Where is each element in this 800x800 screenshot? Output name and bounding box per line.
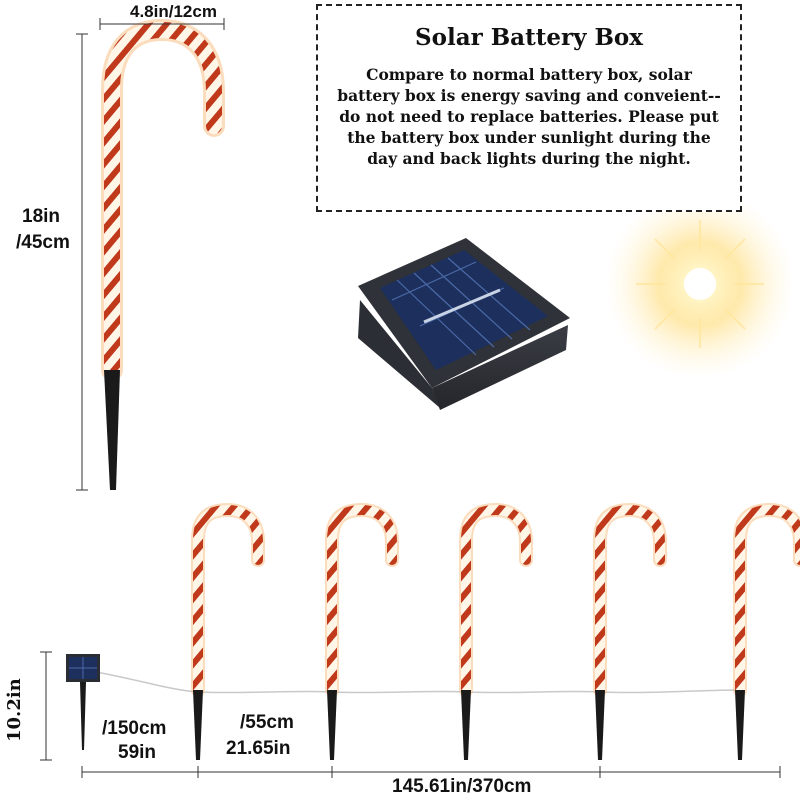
height-cm-label: /45cm xyxy=(16,232,70,253)
total-length-label: 145.61in/370cm xyxy=(392,776,532,797)
solar-battery-info-box: Solar Battery Box Compare to normal batt… xyxy=(316,4,742,212)
solar-battery-box-image xyxy=(358,238,570,410)
spacing-in-label: 21.65in xyxy=(226,738,291,759)
top-width-label: 4.8in/12cm xyxy=(130,2,217,21)
candy-cane-row xyxy=(191,502,800,760)
info-box-title: Solar Battery Box xyxy=(415,24,643,51)
sun-icon xyxy=(605,189,795,379)
stake-height-label: 10.2in xyxy=(4,678,25,742)
candy-cane-icon xyxy=(733,502,800,760)
spacing-cm-label: /55cm xyxy=(240,712,294,733)
candy-cane-icon xyxy=(191,502,265,760)
height-in-label: 18in xyxy=(22,206,61,227)
candy-cane-large xyxy=(101,18,225,490)
dimension-lines xyxy=(40,18,781,778)
solar-panel-icon xyxy=(66,654,100,750)
info-box-body: Compare to normal battery box, solar bat… xyxy=(337,65,721,168)
lead-cm-label: /150cm xyxy=(102,718,167,739)
candy-cane-icon xyxy=(593,502,667,760)
candy-cane-icon xyxy=(459,502,533,760)
lead-in-label: 59in xyxy=(118,742,157,763)
candy-cane-icon xyxy=(325,502,399,760)
